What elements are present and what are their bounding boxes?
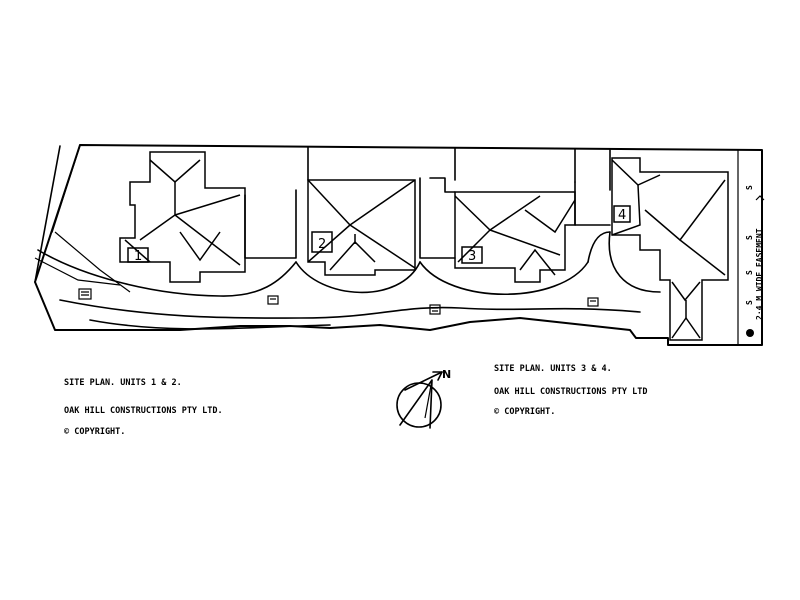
- north-label: N: [442, 368, 451, 381]
- site-markers: [78, 288, 599, 315]
- company-name-right: OAK HILL CONSTRUCTIONS PTY LTD: [494, 387, 648, 397]
- unit-1-building: [119, 151, 246, 283]
- easement-marker-label: S: [745, 300, 754, 305]
- site-plan-title-right: SITE PLAN. UNITS 3 & 4.: [494, 364, 612, 374]
- easement-marker-label: S: [745, 270, 754, 275]
- copyright-right: © COPYRIGHT.: [494, 407, 555, 417]
- copyright-left: © COPYRIGHT.: [64, 427, 125, 437]
- site-boundary: [34, 144, 763, 346]
- easement: [746, 329, 754, 337]
- easement-marker: [746, 329, 754, 337]
- easement-marker-label: S: [745, 235, 754, 240]
- north-arrow-icon: [396, 371, 443, 429]
- company-name-left: OAK HILL CONSTRUCTIONS PTY LTD.: [64, 406, 223, 416]
- unit-label-4: 4: [618, 208, 626, 223]
- driveway: [37, 231, 661, 330]
- unit-label-1: 1: [134, 249, 142, 264]
- easement-label: 2·4 M WIDE EASEMENT: [755, 228, 764, 320]
- unit-label-2: 2: [318, 237, 326, 252]
- easement-marker-label: S: [745, 185, 754, 190]
- unit-4-building: [611, 157, 729, 341]
- easement-arrow-icon: [755, 195, 765, 201]
- unit-3-building: [454, 191, 576, 283]
- site-plan-title-left: SITE PLAN. UNITS 1 & 2.: [64, 378, 182, 388]
- unit-label-3: 3: [468, 249, 476, 264]
- unit-2-building: [307, 179, 416, 276]
- fence-lines: [244, 146, 611, 259]
